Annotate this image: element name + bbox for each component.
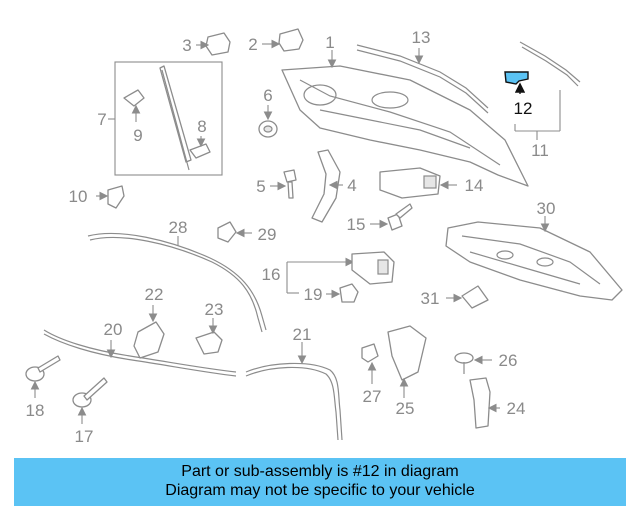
part-5-bolt	[270, 169, 297, 199]
callout-3: 3	[182, 36, 191, 55]
part-6-grommet	[258, 105, 278, 138]
callout-12: 12	[514, 99, 533, 118]
part-22-handle	[133, 305, 165, 359]
callout-13: 13	[412, 28, 431, 47]
callout-6: 6	[263, 86, 272, 105]
callout-27: 27	[363, 387, 382, 406]
part-13-weatherstrip	[356, 44, 489, 114]
callout-11: 11	[531, 141, 549, 160]
part-14-latch	[379, 167, 457, 199]
part-2-bumper	[262, 28, 304, 52]
callout-7: 7	[97, 110, 106, 129]
callout-20: 20	[104, 320, 123, 339]
callout-labels: 1 2 3 4 5 6 7 8 9 10 11 12 13 14 15 16 1…	[26, 28, 556, 446]
callout-29: 29	[258, 225, 277, 244]
part-25-bracket	[387, 325, 427, 398]
callout-14: 14	[465, 176, 484, 195]
part-4-hinge	[311, 149, 343, 223]
callout-16: 16	[262, 265, 281, 284]
callout-26: 26	[499, 351, 518, 370]
callout-1: 1	[325, 33, 334, 52]
callout-30: 30	[537, 199, 556, 218]
callout-17: 17	[75, 427, 94, 446]
part-28-prop-rod	[87, 232, 267, 333]
callout-28: 28	[169, 218, 188, 237]
part-19-bumper	[287, 283, 359, 303]
part-23-handle	[195, 318, 223, 355]
part-17-screw	[72, 377, 108, 424]
callout-19: 19	[304, 285, 323, 304]
banner-line-2: Diagram may not be specific to your vehi…	[165, 482, 475, 499]
part-12-highlighted	[504, 71, 529, 94]
callout-31: 31	[421, 289, 440, 308]
part-27-clip	[361, 343, 379, 384]
part-20-release-cable	[43, 329, 237, 377]
callout-9: 9	[133, 126, 142, 145]
part-30-insulator	[445, 216, 623, 301]
part-24-bracket	[469, 377, 500, 429]
callout-2: 2	[248, 35, 257, 54]
part-21-release-cable	[245, 342, 343, 441]
info-banner: Part or sub-assembly is #12 in diagram D…	[14, 458, 626, 506]
part-7-lift-support-box	[108, 61, 223, 176]
callout-22: 22	[145, 285, 164, 304]
callout-10: 10	[69, 187, 88, 206]
callout-8: 8	[197, 117, 206, 136]
part-29-clip	[217, 221, 252, 243]
banner-line-1: Part or sub-assembly is #12 in diagram	[181, 463, 459, 480]
part-11-seal-bracket	[514, 41, 581, 140]
part-15-bolt	[370, 203, 413, 231]
part-3-bumper	[196, 32, 231, 56]
callout-24: 24	[507, 399, 526, 418]
callout-5: 5	[256, 177, 265, 196]
callout-15: 15	[347, 215, 366, 234]
part-18-screw	[25, 355, 61, 398]
part-10-clip	[96, 185, 125, 209]
part-16-latch-assembly	[286, 251, 395, 293]
part-31-bumper	[446, 285, 489, 309]
callout-25: 25	[396, 399, 415, 418]
part-26-screw	[454, 352, 492, 374]
parts-diagram: 1 2 3 4 5 6 7 8 9 10 11 12 13 14 15 16 1…	[25, 28, 623, 446]
callout-4: 4	[347, 176, 356, 195]
part-1-hood	[281, 50, 529, 187]
callout-18: 18	[26, 401, 45, 420]
callout-21: 21	[293, 325, 312, 344]
callout-23: 23	[205, 300, 224, 319]
